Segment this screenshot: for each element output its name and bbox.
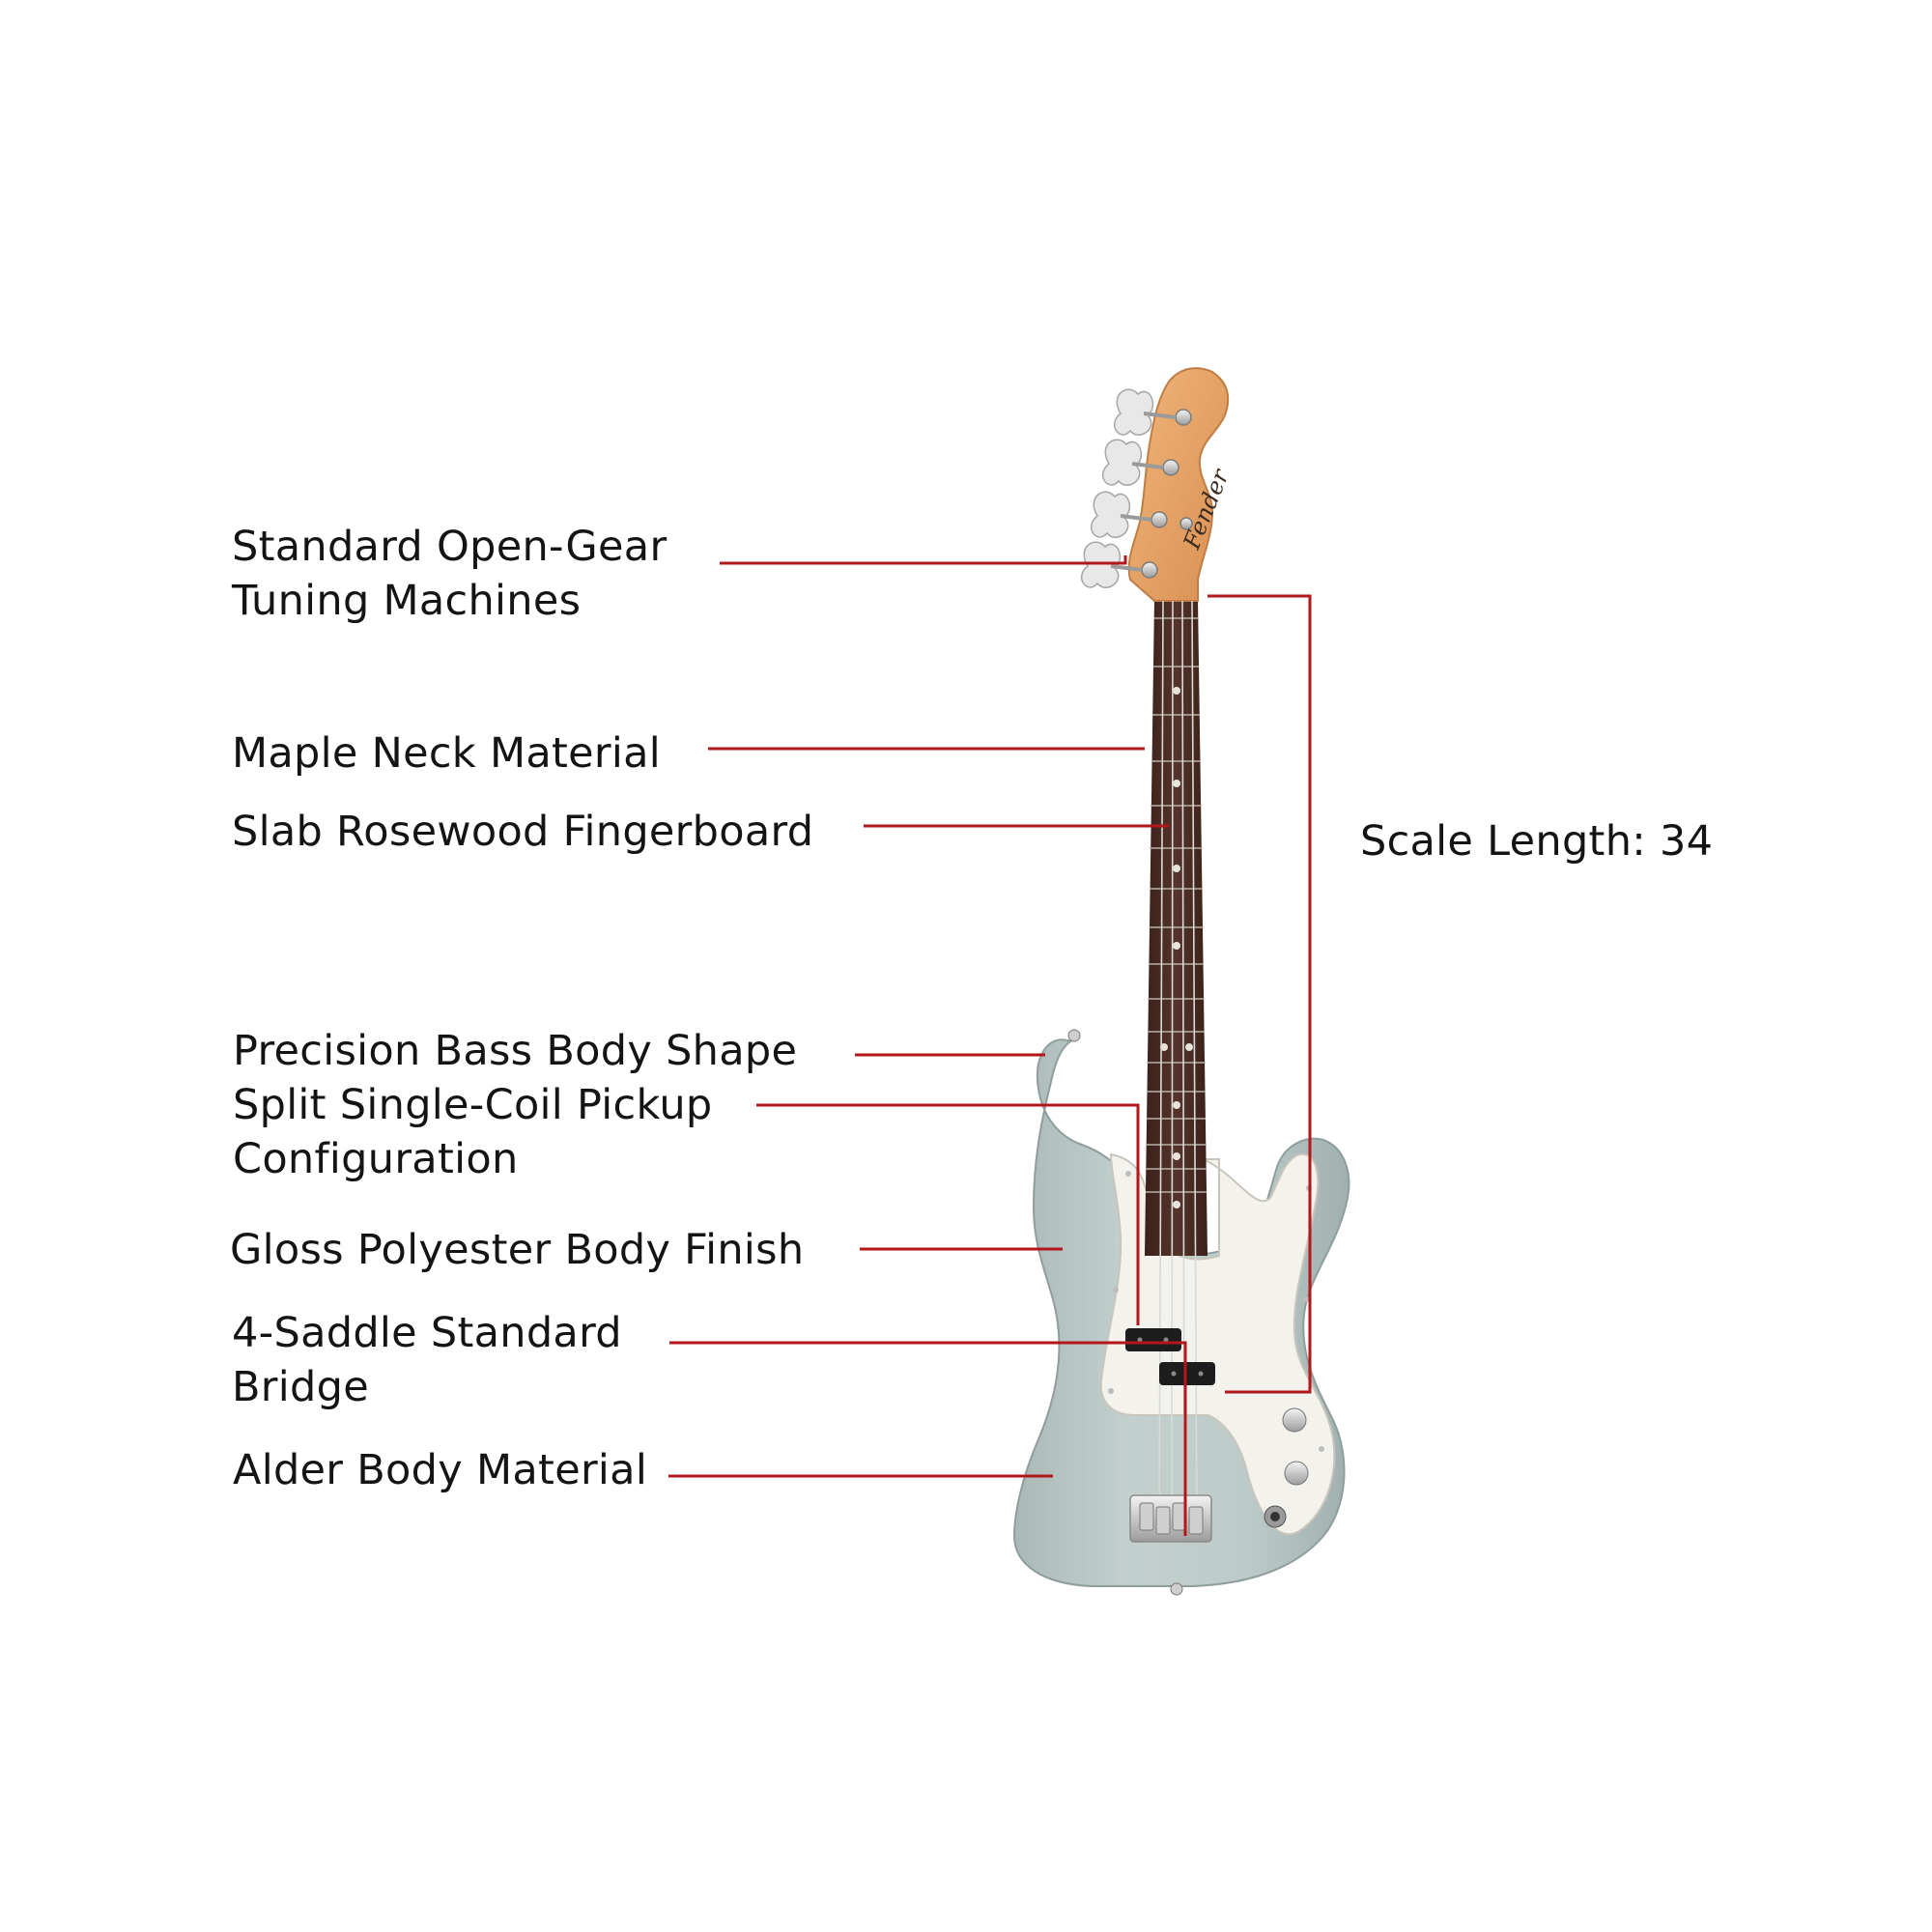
leader-lines <box>668 555 1312 1536</box>
tuning-posts <box>1141 409 1193 579</box>
callout-pickup: Split Single-Coil Pickup Configuration <box>233 1078 713 1186</box>
callout-scale-line1: Scale Length: 34 <box>1360 817 1714 866</box>
leader-bridge <box>669 1341 1187 1536</box>
callout-body-material-line1: Alder Body Material <box>233 1446 648 1494</box>
callout-pickup-line2: Configuration <box>233 1135 519 1183</box>
callout-body-material: Alder Body Material <box>233 1443 647 1497</box>
callout-tuners-line2: Tuning Machines <box>232 577 582 625</box>
callout-neck: Maple Neck Material <box>232 726 661 781</box>
callout-bridge: 4-Saddle Standard Bridge <box>232 1306 622 1414</box>
callout-neck-line1: Maple Neck Material <box>232 729 662 778</box>
leader-scale <box>1208 594 1312 1394</box>
leader-pickup <box>756 1103 1140 1325</box>
headstock <box>1127 367 1230 602</box>
frets <box>1146 617 1207 1193</box>
volume-knob <box>1282 1407 1307 1433</box>
strap-button <box>1067 1029 1081 1042</box>
callout-bridge-line2: Bridge <box>232 1363 369 1411</box>
callout-tuners: Standard Open-Gear Tuning Machines <box>232 520 667 628</box>
pickup-upper <box>1125 1328 1181 1351</box>
callout-body-shape: Precision Bass Body Shape <box>233 1024 797 1078</box>
bridge-saddles <box>1139 1502 1204 1535</box>
callout-bridge-line1: 4-Saddle Standard <box>232 1309 622 1357</box>
callout-pickup-line1: Split Single-Coil Pickup <box>233 1081 713 1129</box>
callout-fingerboard-line1: Slab Rosewood Fingerboard <box>232 808 814 856</box>
callout-finish-line1: Gloss Polyester Body Finish <box>230 1226 805 1274</box>
tuner-keys <box>1081 388 1154 588</box>
callout-fingerboard: Slab Rosewood Fingerboard <box>232 805 813 859</box>
strap-button-bottom <box>1170 1582 1183 1596</box>
leader-tuners <box>720 555 1127 565</box>
pickguard-screws <box>1108 1171 1324 1452</box>
callout-scale: Scale Length: 34 <box>1360 814 1713 868</box>
tuner-shafts <box>1110 412 1177 572</box>
callout-body-shape-line1: Precision Bass Body Shape <box>233 1027 798 1075</box>
tone-knob <box>1284 1461 1309 1486</box>
callout-finish: Gloss Polyester Body Finish <box>230 1223 804 1277</box>
callout-tuners-line1: Standard Open-Gear <box>232 523 668 571</box>
pickup-lower <box>1159 1362 1215 1385</box>
fret-inlays <box>1160 687 1193 1208</box>
